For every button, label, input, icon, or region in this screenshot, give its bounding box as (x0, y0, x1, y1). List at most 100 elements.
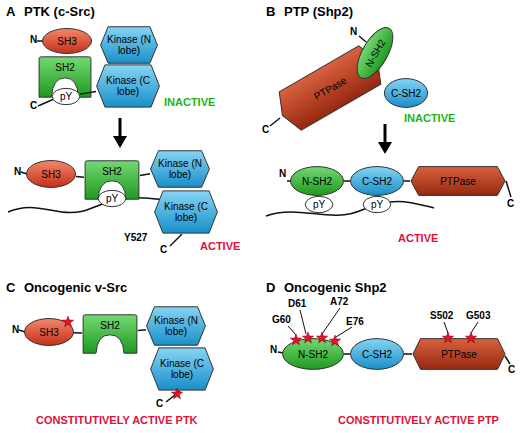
leader-line (288, 326, 296, 335)
ptpase-domain: PTPase (410, 166, 506, 196)
domain-outline-shape (101, 27, 158, 63)
sh3-domain: SH3 (42, 28, 92, 54)
domain-text-box: N-SH2 (290, 166, 344, 196)
domain-label: Kinase (C lobe) (106, 75, 150, 97)
linker-line (138, 329, 146, 331)
terminus-line (506, 181, 511, 197)
leader-line (471, 322, 478, 333)
kinase-lobe: Kinase (C lobe) (150, 347, 214, 391)
leader-line (300, 310, 306, 334)
terminus-label: N (350, 26, 357, 38)
residue-label: S502 (430, 310, 453, 322)
domain-label: PTPase (312, 74, 348, 101)
residue-label: D61 (288, 298, 306, 310)
domain-text-box: pY (305, 196, 333, 213)
domain-label: SH3 (57, 36, 76, 47)
kinase-lobe: Kinase (C lobe) (96, 64, 160, 108)
domain-outline-shape (351, 167, 404, 196)
domain-text-box: C-SH2 (384, 78, 428, 108)
domain-outline-shape (155, 191, 218, 233)
state-label: INACTIVE (164, 96, 215, 109)
domain-outline-shape (363, 196, 390, 212)
domain-outline-shape (98, 190, 125, 206)
domain-text-box: pY (52, 88, 80, 105)
linker-line (74, 332, 82, 334)
domain-label: SH3 (39, 327, 58, 338)
linker-line (80, 91, 96, 94)
terminus-label: N (12, 324, 19, 336)
domain-text-box: SH3 (42, 28, 92, 54)
mutation-star (302, 332, 313, 343)
domain-label: SH2 (102, 166, 121, 177)
mutation-star (62, 316, 73, 327)
phosphotyrosine: pY (98, 190, 126, 207)
domain-label: N-SH2 (302, 176, 332, 187)
mutation-star (290, 334, 301, 345)
state-label: CONSTITUTIVELY ACTIVE PTP (338, 414, 499, 427)
terminus-label: C (507, 198, 514, 210)
domain-label: Kinase (N lobe) (158, 158, 202, 180)
residue-label: A72 (330, 296, 348, 308)
terminus-label: C (156, 398, 163, 410)
n-sh2-domain: N-SH2 (290, 166, 344, 196)
terminus-label: C (30, 100, 37, 112)
domain-outline-shape (271, 41, 388, 134)
terminus-line (270, 118, 280, 126)
transition-arrow (384, 124, 387, 144)
kinase-lobe: Kinase (N lobe) (146, 306, 206, 346)
domain-outline-shape (83, 315, 137, 353)
panel-title: PTK (c-Src) (24, 4, 95, 19)
residue-label: Y527 (124, 232, 147, 244)
sh3-domain: SH3 (24, 318, 74, 346)
panel-letter: B (266, 4, 275, 19)
terminus-line (38, 99, 54, 106)
terminus-line (505, 356, 510, 364)
domain-outline-shape (305, 196, 332, 212)
linker-line (344, 353, 350, 355)
domain-outline-shape (384, 79, 427, 108)
terminus-label: C (508, 364, 515, 376)
sh2-domain: SH2 (82, 314, 138, 354)
domain-outline-shape (52, 88, 79, 104)
phosphotyrosine: pY (52, 88, 80, 105)
domain-text-box: Kinase (N lobe) (150, 150, 210, 188)
domain-text-box: SH2 (84, 160, 140, 182)
domain-outline-shape (351, 339, 404, 370)
domain-outline-shape (151, 348, 214, 390)
domain-outline-shape (25, 319, 74, 346)
domain-text-box: Kinase (N lobe) (100, 26, 158, 64)
mutation-star (465, 332, 476, 343)
kinase-lobe: Kinase (N lobe) (150, 150, 210, 188)
domain-outline-shape (283, 339, 344, 370)
domain-text-box: Kinase (N lobe) (146, 306, 206, 346)
domain-label: Kinase (C lobe) (164, 201, 208, 223)
leader-line (322, 308, 340, 334)
domain-label: C-SH2 (391, 88, 421, 99)
domain-label: PTPase (441, 349, 477, 360)
domain-text-box: Kinase (C lobe) (150, 347, 214, 391)
mutation-star (171, 388, 182, 399)
domain-text-box: PTPase (412, 338, 506, 370)
state-label: INACTIVE (404, 112, 455, 125)
domain-label: N-SH2 (363, 37, 388, 68)
domain-label: PTPase (440, 176, 476, 187)
domain-label: Kinase (N lobe) (107, 34, 151, 56)
transition-arrow-head (113, 136, 127, 148)
domain-outline-shape (97, 65, 160, 107)
kinase-lobe: Kinase (N lobe) (100, 26, 158, 64)
mutation-star (329, 335, 340, 346)
panel-letter: D (266, 280, 275, 295)
mutation-star (442, 332, 453, 343)
domain-label: Kinase (C lobe) (160, 358, 204, 380)
leader-line (336, 327, 352, 337)
linker-line (140, 174, 150, 176)
domain-label: pY (371, 199, 383, 210)
domain-text-box: pY (98, 190, 126, 207)
state-label: CONSTITUTIVELY ACTIVE PTK (36, 414, 198, 427)
phosphotyrosine: pY (363, 196, 391, 213)
phosphotyrosine: pY (305, 196, 333, 213)
residue-label: G503 (466, 310, 490, 322)
state-label: ACTIVE (398, 232, 438, 245)
kinase-lobe: Kinase (C lobe) (154, 190, 218, 234)
residue-label: G60 (272, 314, 291, 326)
